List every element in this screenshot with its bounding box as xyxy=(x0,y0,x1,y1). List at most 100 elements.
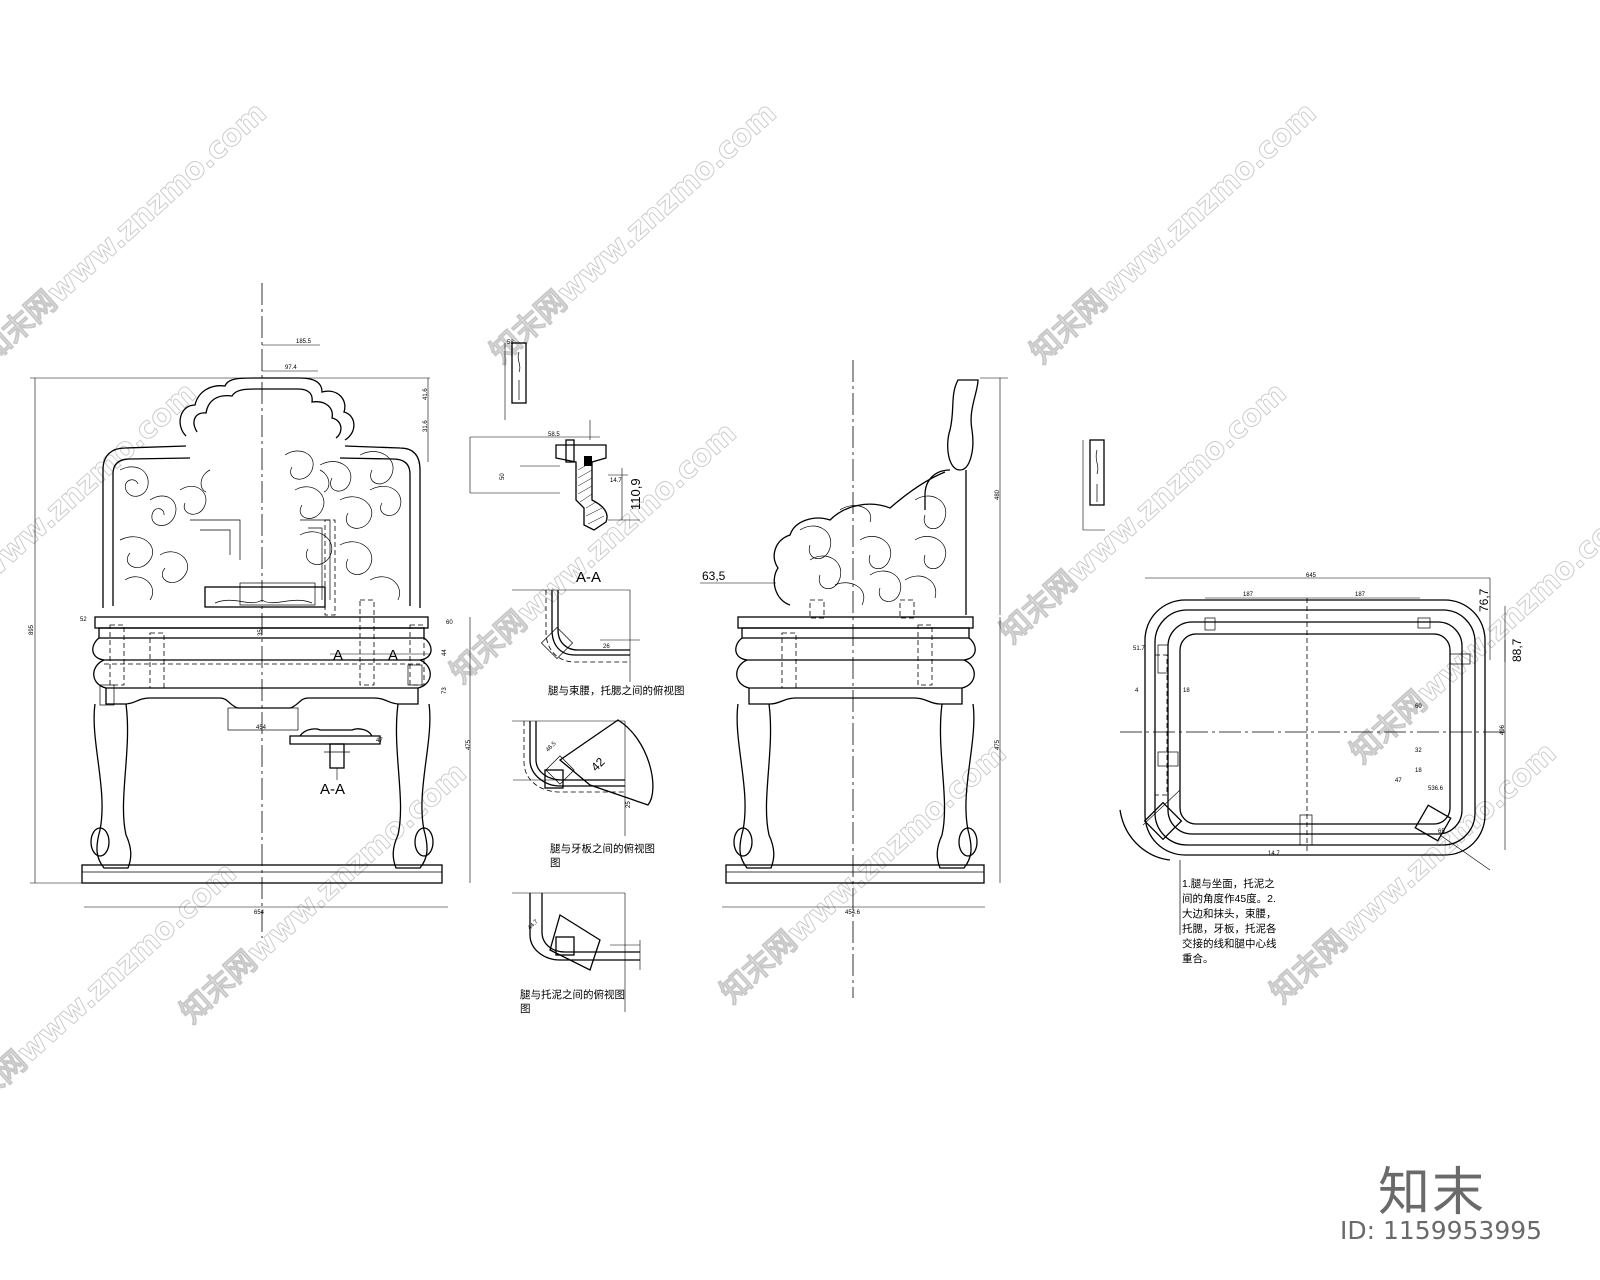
front-view: 895 654 475 185.5 97.4 41.6 31.6 xyxy=(29,283,472,938)
front-back-panel-bottom xyxy=(204,586,326,608)
side-joint-1 xyxy=(809,599,825,619)
front-waist xyxy=(92,637,432,661)
section-dim-b: 58.5 xyxy=(548,432,560,438)
front-top-dim1-label: 185.5 xyxy=(296,339,312,345)
plan-dim-s9: 14.7 xyxy=(1268,851,1280,857)
note-line-5: 交接的线和腿中心线 xyxy=(1182,937,1277,950)
front-backrest-frame xyxy=(102,445,421,608)
plan-left-tenon xyxy=(1154,654,1168,796)
side-apron xyxy=(748,688,963,705)
plan-left-joint xyxy=(1157,644,1169,674)
front-top-dim2-label: 97.4 xyxy=(285,365,297,371)
side-right-foot xyxy=(958,827,978,857)
plan-top-label: 76,7 xyxy=(1477,588,1491,612)
watermark-text: 知末网www.znzmo.com xyxy=(1024,96,1324,371)
plan-detail-2: 42 46.5 25 xyxy=(512,719,654,836)
note-line-6: 重合。 xyxy=(1182,952,1214,965)
side-base xyxy=(725,864,985,884)
plan-detail-3: 44.7 xyxy=(512,892,641,1012)
plan-third-outline xyxy=(1167,621,1463,835)
front-section-label-left: A xyxy=(333,647,343,664)
plan3-caption-tail: 图 xyxy=(520,1003,531,1015)
side-joint-2 xyxy=(899,599,915,619)
note-line-4: 托腮，牙板，托泥各 xyxy=(1182,922,1277,935)
side-left-foot xyxy=(733,827,753,857)
plan-corner-arc xyxy=(1119,809,1171,861)
side-backpost xyxy=(924,469,967,615)
front-seat-edge xyxy=(98,627,425,639)
plan-depth-label: 496 xyxy=(1500,724,1506,735)
plan-leg-leader xyxy=(1439,834,1491,871)
plan-overall-label: 645 xyxy=(1306,573,1317,579)
front-right-leg xyxy=(392,703,431,869)
plan-detail-1: 26 xyxy=(512,589,640,682)
plan2-caption-tail: 图 xyxy=(550,857,561,869)
section-black-block xyxy=(584,456,592,466)
plan-left-joint2 xyxy=(1157,751,1179,767)
watermark-text: 知末网www.znzmo.com xyxy=(0,376,204,651)
side-scroll-carving xyxy=(799,495,947,606)
side-height-label: 480 xyxy=(995,489,1001,500)
plan-dim-s1: 18 xyxy=(1183,688,1190,694)
front-aa-label: A-A xyxy=(320,781,345,798)
front-dim-d7: 44 xyxy=(442,649,448,656)
note-line-1: 1.腿与坐面，托泥之 xyxy=(1182,877,1275,890)
front-right-foot-scroll xyxy=(414,827,434,857)
side-tenon-1 xyxy=(781,632,797,689)
front-backrest-inner xyxy=(112,457,411,606)
plan2-dim-b: 46.5 xyxy=(545,740,558,753)
section-hatched-profile xyxy=(555,444,608,531)
side-backpost-top xyxy=(947,379,979,471)
plan-half-b-label: 187 xyxy=(1355,592,1366,598)
brand-id: ID: 1159953995 xyxy=(1340,1216,1543,1245)
watermark-text: 知末网www.znzmo.com xyxy=(1264,736,1564,1011)
section-aa-label: A-A xyxy=(576,569,601,586)
front-joint-r xyxy=(407,664,423,686)
section-big-dim: 110,9 xyxy=(628,478,643,510)
note-line-2: 间的角度作45度。2. xyxy=(1182,892,1276,905)
front-dim-d1: 52 xyxy=(80,617,87,623)
plan-corner-diag xyxy=(1142,789,1181,826)
plan-leg-bottom-right xyxy=(1414,804,1452,842)
note-line-3: 大边和抹头，束腰， xyxy=(1182,907,1277,920)
watermark-text: 知末网www.znzmo.com xyxy=(444,416,744,691)
side-waist xyxy=(735,637,976,661)
brand-logo: 知末 xyxy=(1378,1163,1487,1223)
side-seat-top xyxy=(737,616,974,629)
front-crest-inner xyxy=(193,388,342,439)
front-crest-dim-label-r1: 41.6 xyxy=(423,388,429,400)
front-dim-d5: 60 xyxy=(446,620,453,626)
plan-inner-outline xyxy=(1179,633,1451,825)
plan-dim-s8: 65 xyxy=(1438,829,1445,835)
front-left-foot-scroll xyxy=(90,827,110,857)
section-dim-c: 14.7 xyxy=(610,478,622,484)
watermark-text: 知末网www.znzmo.com xyxy=(0,96,274,371)
side-lower-label: 475 xyxy=(995,739,1001,750)
front-left-leg xyxy=(93,703,132,869)
plan2-dim-d: 25 xyxy=(626,801,632,808)
section-detail: 110,9 58 58.5 14.7 50 A-A xyxy=(469,340,643,586)
plan3-caption: 腿与托泥之间的俯视图 xyxy=(520,988,625,1001)
watermark-text: 知末网www.znzmo.com xyxy=(1344,496,1600,771)
plan2-dim-a: 42 xyxy=(588,755,608,775)
watermark-text: 知末网www.znzmo.com xyxy=(994,376,1294,651)
plan-dim-s5: 18 xyxy=(1415,768,1422,774)
plan-top-joint2 xyxy=(1417,617,1431,629)
plan-right-label: 88,7 xyxy=(1510,638,1524,662)
plan-dim-s0: 51.7 xyxy=(1133,646,1145,652)
section-hatching xyxy=(577,461,605,525)
front-dim-d3: 35 xyxy=(258,629,264,636)
front-joint-l xyxy=(99,684,115,706)
front-base xyxy=(81,864,443,884)
plan-dim-s4: 32 xyxy=(1415,748,1422,754)
plan-right-joint xyxy=(1449,653,1471,665)
small-detail-right xyxy=(1082,439,1105,531)
section-dim-a: 58 xyxy=(507,340,514,346)
front-crest-dim-label-r2: 31.6 xyxy=(423,420,429,432)
plan-second-outline xyxy=(1154,609,1476,846)
front-panel-curve xyxy=(214,599,313,604)
plan-dim-s7: 536.6 xyxy=(1428,786,1444,792)
plan3-dim-a: 44.7 xyxy=(527,918,540,931)
